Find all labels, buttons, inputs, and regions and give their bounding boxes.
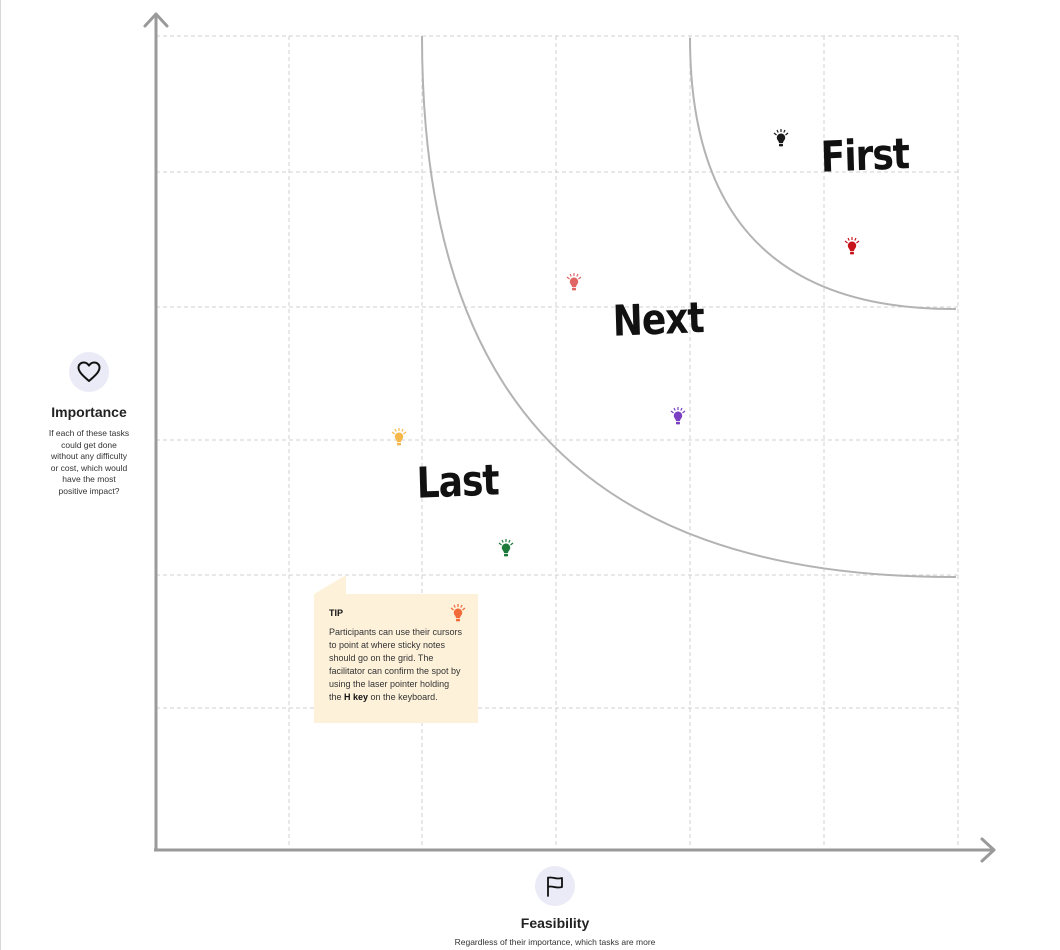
y-axis: [143, 12, 169, 850]
x-axis-description: Regardless of their importance, which ta…: [454, 937, 656, 947]
tip-body: Participants can use their cursors to po…: [329, 626, 464, 704]
tip-body-text-end: on the keyboard.: [368, 692, 438, 702]
heart-icon-badge: [69, 352, 109, 392]
idea-markers: [391, 129, 860, 557]
idea-bulb-pink[interactable]: [566, 273, 582, 291]
x-axis-label: Feasibility Regardless of their importan…: [455, 866, 655, 949]
idea-bulb-black[interactable]: [773, 129, 789, 147]
zone-label-first: First: [820, 130, 910, 183]
y-axis-arrowhead: [143, 12, 169, 28]
zone-label-last: Last: [416, 456, 500, 509]
x-axis: [154, 837, 996, 863]
x-axis-arrowhead: [980, 837, 996, 863]
curve-first-boundary: [689, 37, 957, 311]
flag-icon: [547, 876, 563, 897]
idea-bulb-green[interactable]: [498, 539, 514, 557]
idea-bulb-red[interactable]: [844, 237, 860, 255]
y-axis-title: Importance: [51, 404, 127, 420]
tip-title: TIP: [329, 608, 344, 618]
heart-icon: [77, 361, 101, 382]
tip-body-text: Participants can use their cursors to po…: [329, 627, 463, 702]
idea-bulb-purple[interactable]: [670, 407, 686, 425]
tip-card-notch: [314, 575, 346, 594]
y-axis-description: If each of these tasks could get done wi…: [48, 428, 130, 496]
lightbulb-icon: [450, 604, 466, 622]
zone-label-next: Next: [612, 294, 705, 347]
tip-key-highlight: H key: [344, 692, 369, 702]
x-axis-title: Feasibility: [520, 915, 590, 931]
curve-next-boundary: [421, 35, 957, 579]
flag-icon-badge: [535, 866, 575, 906]
idea-bulb-yellow[interactable]: [391, 428, 407, 446]
tip-card[interactable]: TIP Participants can use their cursors t…: [314, 594, 478, 723]
y-axis-label: Importance If each of these tasks could …: [38, 352, 140, 497]
